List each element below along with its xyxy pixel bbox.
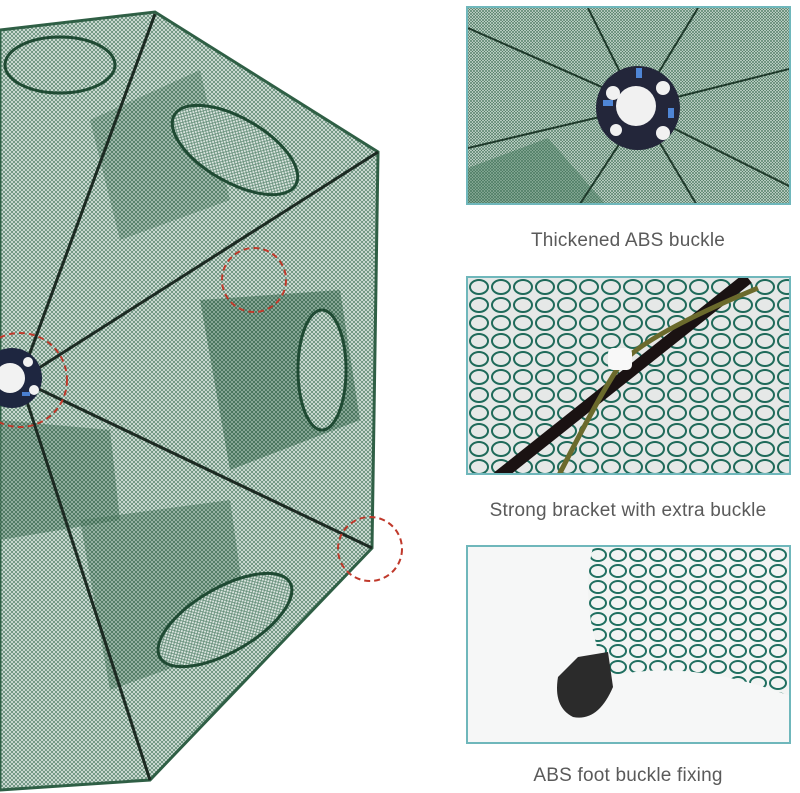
caption-buckle: Thickened ABS buckle — [530, 230, 726, 251]
foot-buckle-icon — [557, 652, 613, 718]
caption-bracket: Strong bracket with extra buckle — [489, 500, 767, 521]
extra-buckle-icon — [608, 348, 632, 370]
highlight-circle-center — [0, 332, 68, 428]
feature-panel-bracket — [466, 276, 791, 475]
caption-foot: ABS foot buckle fixing — [533, 765, 723, 786]
feature-panel-buckle — [466, 6, 791, 205]
highlight-circle-foot — [337, 516, 403, 582]
feature-panel-foot — [466, 545, 791, 744]
main-product-image — [0, 10, 403, 792]
highlight-circle-joint — [221, 247, 287, 313]
